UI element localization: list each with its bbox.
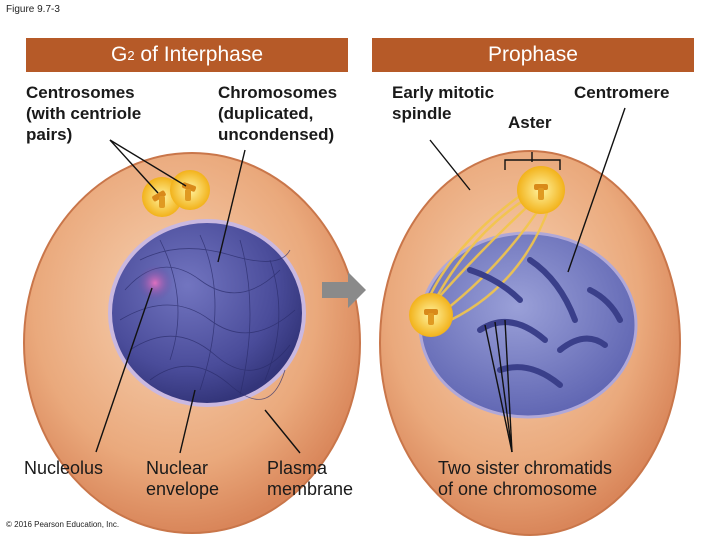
leader-lines: [95, 107, 626, 454]
panel-title-g2-main: G: [111, 43, 128, 66]
figure-label: Figure 9.7-3: [6, 4, 60, 15]
prophase-cell: [379, 150, 681, 536]
label-plasma-membrane: Plasma membrane: [267, 458, 354, 499]
aster-top: [517, 166, 565, 214]
aster-left: [409, 293, 453, 337]
transition-arrow: [322, 272, 366, 308]
panel-title-prophase: Prophase: [372, 38, 694, 72]
label-aster: Aster: [508, 113, 552, 132]
label-chromosomes: Chromosomes (duplicated, uncondensed): [218, 83, 338, 144]
nucleolus: [137, 265, 173, 301]
condensed-chromosomes: [467, 257, 623, 388]
label-nucleolus: Nucleolus: [24, 458, 104, 478]
copyright-notice: © 2016 Pearson Education, Inc.: [6, 520, 120, 529]
nucleus-left: [108, 219, 306, 407]
g2-cell: [23, 152, 361, 534]
chromatin-texture: [119, 234, 296, 400]
panel-title-g2-sub: 2: [127, 47, 135, 63]
label-centromere: Centromere: [574, 83, 670, 102]
centrosome-left-2: [170, 170, 210, 210]
label-early-mitotic-spindle: Early mitotic spindle: [392, 83, 495, 123]
panel-title-g2-rest: of Interphase: [134, 43, 263, 66]
label-centrosomes: Centrosomes (with centriole pairs): [26, 83, 142, 144]
label-sister-chromatids: Two sister chromatids of one chromosome: [438, 458, 613, 499]
label-nuclear-envelope: Nuclear envelope: [146, 458, 220, 499]
